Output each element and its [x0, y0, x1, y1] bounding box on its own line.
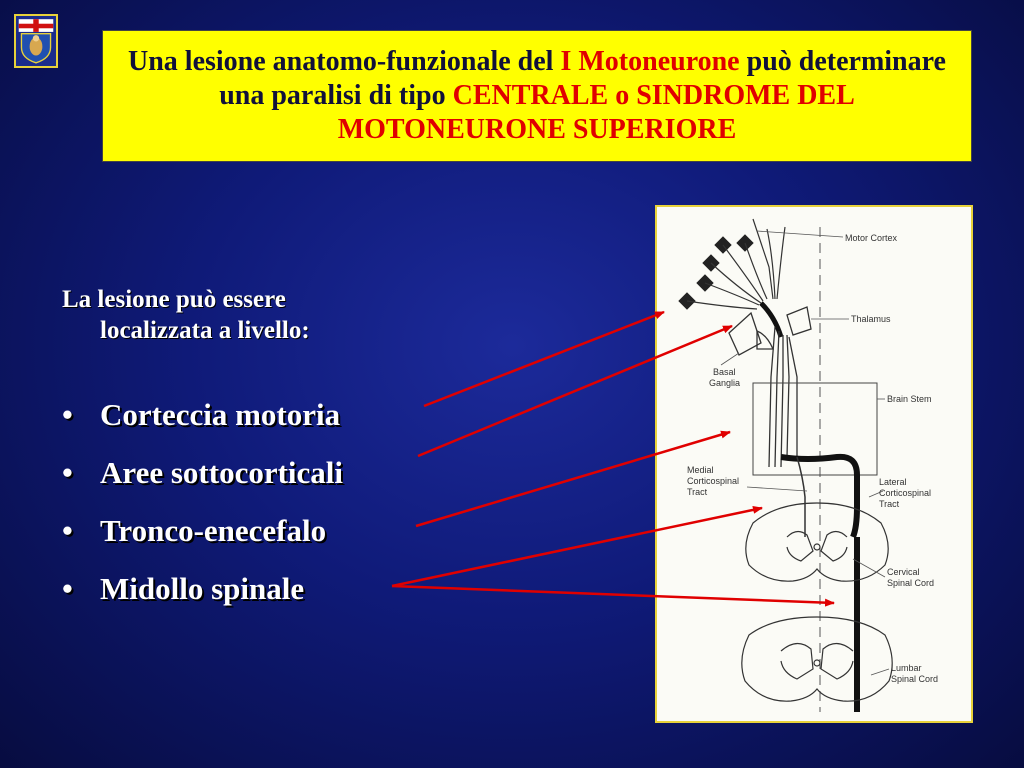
label-motor-cortex: Motor Cortex [845, 233, 898, 243]
corticospinal-tract-upper [759, 301, 784, 338]
motor-pathway-figure: Motor Cortex Thalamus Basal Ganglia Brai… [655, 205, 973, 723]
intro-text: La lesione può essere localizzata a live… [62, 284, 422, 346]
lumbar-cord-section [741, 616, 893, 702]
basal-ganglia-shape [728, 311, 762, 356]
internal-capsule-fibers [768, 326, 798, 468]
decussating-tract [780, 453, 860, 539]
university-logo [14, 14, 58, 68]
slide-title: Una lesione anatomo-funzionale del I Mot… [117, 45, 957, 147]
bullet-label: Corteccia motoria [100, 397, 341, 432]
label-lateral-2: Corticospinal [879, 488, 931, 498]
bullet-dot-icon: • [62, 513, 73, 548]
medial-tract-line [796, 456, 806, 537]
bullet-label: Aree sottocorticali [100, 455, 344, 490]
title-highlight-centrale: CENTRALE o SINDROME DEL MOTONEURONE SUPE… [337, 80, 855, 145]
label-medial-1: Medial [687, 465, 714, 475]
cortex-dendrites [686, 218, 786, 310]
pathway-diagram: Motor Cortex Thalamus Basal Ganglia Brai… [678, 218, 938, 712]
bullet-list: •Corteccia motoria •Aree sottocorticali … [62, 392, 343, 624]
basal-ganglia-shape-2 [756, 330, 774, 350]
label-ganglia: Ganglia [709, 378, 740, 388]
bullet-label: Midollo spinale [100, 571, 305, 606]
bullet-label: Tronco-enecefalo [100, 513, 327, 548]
leader-line [870, 668, 890, 676]
label-thalamus: Thalamus [851, 314, 891, 324]
label-lumbar-1: Lumbar [891, 663, 922, 673]
leader-line [746, 486, 808, 492]
bullet-dot-icon: • [62, 397, 73, 432]
leader-line [852, 558, 886, 578]
bullet-item-midollo: • Midollo spinale [62, 566, 343, 624]
label-cervical-2: Spinal Cord [887, 578, 934, 588]
brain-stem-box [752, 382, 878, 476]
label-medial-2: Corticospinal [687, 476, 739, 486]
label-lateral-3: Tract [879, 499, 900, 509]
leader-line [868, 490, 884, 498]
label-cervical-1: Cervical [887, 567, 920, 577]
shield-emblem-icon [18, 19, 54, 64]
label-medial-3: Tract [687, 487, 708, 497]
label-basal: Basal [713, 367, 736, 377]
bullet-item-tronco: • Tronco-enecefalo [62, 508, 343, 566]
intro-line-2: localizzata a livello: [100, 317, 310, 344]
label-lumbar-2: Spinal Cord [891, 674, 938, 684]
bullet-item-corteccia: • Corteccia motoria [62, 392, 343, 450]
label-lateral-1: Lateral [879, 477, 907, 487]
bullet-item-aree: • Aree sottocorticali [62, 450, 343, 508]
intro-line-1: La lesione può essere [62, 286, 286, 313]
cortex-neurons [678, 234, 754, 310]
title-box: Una lesione anatomo-funzionale del I Mot… [102, 30, 972, 162]
bullet-dot-icon: • [62, 455, 73, 490]
label-brain-stem: Brain Stem [887, 394, 932, 404]
leader-line [756, 230, 844, 238]
title-part-2: può determinare una paralisi di tipo [219, 46, 946, 111]
title-highlight-motoneurone: I Motoneurone [560, 46, 740, 77]
leader-line [720, 352, 740, 366]
arrow-corteccia [423, 310, 665, 408]
cervical-cord-section [745, 502, 889, 582]
bullet-dot-icon: • [62, 571, 73, 606]
title-part-1: Una lesione anatomo-funzionale del [128, 46, 561, 77]
thalamus-shape [786, 306, 812, 336]
